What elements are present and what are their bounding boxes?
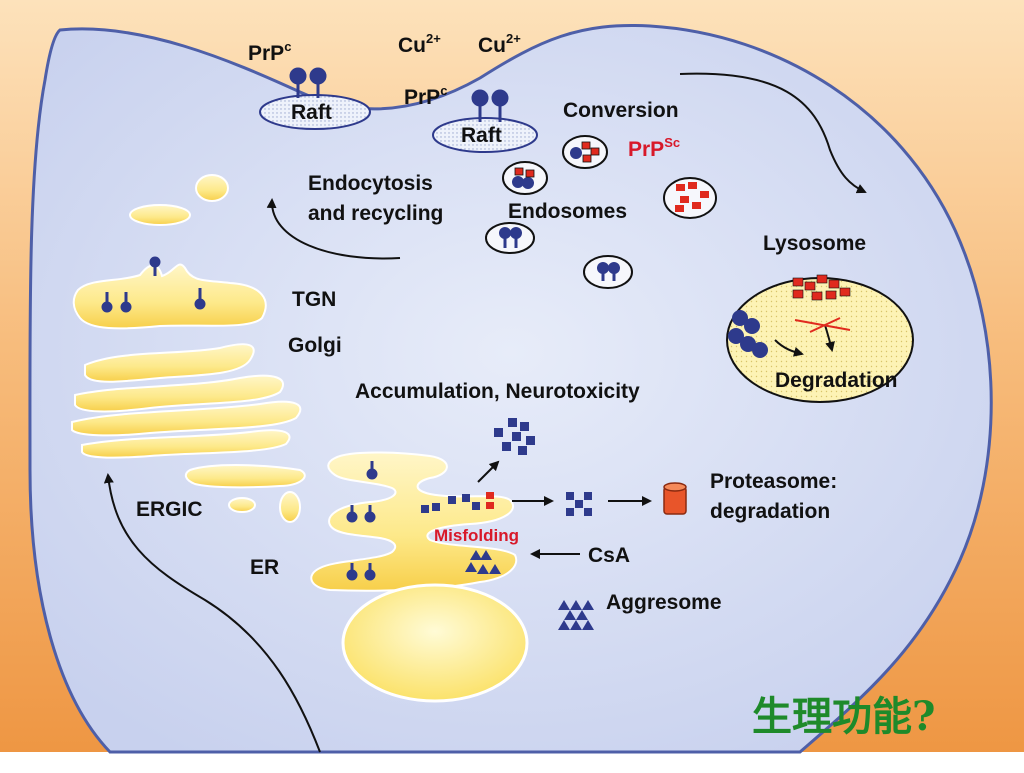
accumulation-arrow <box>477 460 500 483</box>
raft-left: Raft <box>259 94 371 130</box>
nucleus <box>341 583 529 703</box>
trans-golgi-network <box>72 256 267 330</box>
aggresome-icon <box>558 600 594 630</box>
endosome-conversion-2 <box>562 135 608 169</box>
misfolded-prp-squares <box>421 492 494 513</box>
proteasome-label-line2: degradation <box>710 500 830 523</box>
secretory-pathway-arrow <box>103 473 321 753</box>
copper-ion-label-2: Cu2+ <box>478 31 521 57</box>
golgi-label: Golgi <box>288 334 342 357</box>
endocytosis-label-line1: Endocytosis <box>308 172 433 195</box>
er-aggregate-triangles <box>465 550 501 574</box>
physiological-function-question: 生理功能? <box>752 693 935 740</box>
misfolding-label: Misfolding <box>434 526 519 545</box>
aggresome-label: Aggresome <box>606 591 722 614</box>
prpsc-label: PrPSc <box>628 135 680 161</box>
endosome-conversion-1 <box>502 161 548 195</box>
endosome-prpsc <box>663 177 717 219</box>
vesicle-small-1 <box>195 174 229 202</box>
ergic-compartment <box>184 464 306 523</box>
conversion-label: Conversion <box>563 99 679 122</box>
lysosome-prpsc-aggregate <box>792 274 851 301</box>
degradation-label: Degradation <box>775 369 898 392</box>
endosome-prpc-1 <box>485 222 535 254</box>
endosomes-label: Endosomes <box>508 200 627 223</box>
endocytosis-arrow <box>266 198 401 260</box>
raft-left-label: Raft <box>291 101 332 124</box>
prpc-on-raft-right <box>471 89 509 122</box>
tgn-label: TGN <box>292 288 336 311</box>
csa-label: CsA <box>588 544 630 567</box>
er-label: ER <box>250 556 279 579</box>
lysosome-label: Lysosome <box>763 232 866 255</box>
endoplasmic-reticulum <box>310 451 518 592</box>
bottom-strip <box>0 752 1024 768</box>
blocked-degradation-arrow <box>824 324 835 352</box>
lysosome-pathway-arrow <box>679 72 867 194</box>
raft-right: Raft <box>432 117 538 153</box>
lysosome: Degradation <box>726 274 914 403</box>
accumulation-aggregate <box>494 418 535 455</box>
endocytosis-label-line2: and recycling <box>308 202 443 225</box>
lysosome-prpc-group <box>728 310 768 358</box>
raft-right-label: Raft <box>461 124 502 147</box>
prpc-on-raft-left <box>289 67 327 98</box>
block-mark-line-1 <box>794 319 851 331</box>
prpc-label-2: PrPc <box>404 83 447 109</box>
degradation-arrow-prpc <box>774 339 804 357</box>
ergic-label: ERGIC <box>136 498 203 521</box>
proteasome-icon <box>663 482 687 515</box>
prpc-label-1: PrPc <box>248 39 291 65</box>
block-mark-line-2 <box>809 317 841 333</box>
accumulation-label: Accumulation, Neurotoxicity <box>355 380 640 403</box>
copper-ion-label-1: Cu2+ <box>398 31 441 57</box>
vesicle-small-2 <box>129 204 191 226</box>
misfolded-prp-cluster <box>566 492 592 516</box>
endosome-prpc-2 <box>583 255 633 289</box>
proteasome-label-line1: Proteasome: <box>710 470 837 493</box>
golgi-apparatus <box>71 343 302 459</box>
